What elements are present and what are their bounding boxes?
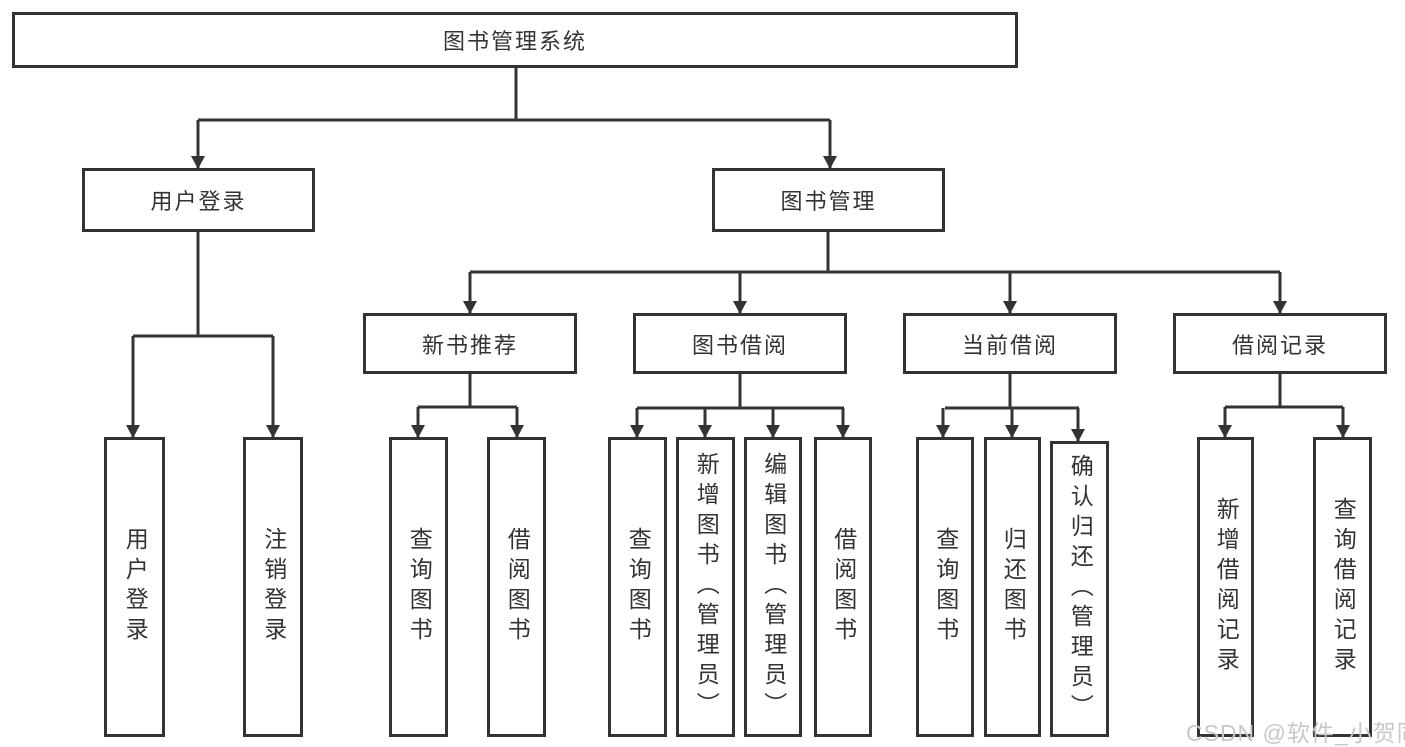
node-current-borrowing: 当前借阅 [903,313,1117,374]
node-logout: 注销登录 [243,437,303,737]
node-add-book-admin: 新增图书（管理员） [676,437,735,737]
csdn-watermark: CSDN @软件_小贺同学 [1186,720,1405,746]
node-label: 查询图书 [406,527,433,647]
node-label: 查询借阅记录 [1330,497,1357,677]
node-confirm-return-admin: 确认归还（管理员） [1050,441,1109,737]
node-library-management-system: 图书管理系统 [12,12,1018,68]
node-user-login-leaf: 用户登录 [104,437,165,737]
node-query-books-borrowing: 查询图书 [608,437,667,737]
node-borrowing-records: 借阅记录 [1173,313,1387,374]
node-label: 借阅图书 [504,527,531,647]
node-query-books-current: 查询图书 [916,437,974,737]
node-label: 查询图书 [932,527,959,647]
node-book-borrowing: 图书借阅 [633,313,847,374]
node-label: 确认归还（管理员） [1067,454,1094,724]
node-label: 归还图书 [1000,527,1027,647]
node-return-books: 归还图书 [984,437,1041,737]
node-add-borrow-record: 新增借阅记录 [1197,437,1254,737]
node-edit-book-admin: 编辑图书（管理员） [744,437,802,737]
node-user-login: 用户登录 [82,168,315,232]
node-label: 借阅图书 [830,527,857,647]
node-borrow-books-borrowing: 借阅图书 [814,437,872,737]
node-query-books-recommend: 查询图书 [389,437,448,737]
node-label: 查询图书 [625,527,652,647]
node-label: 用户登录 [122,527,149,647]
node-book-management: 图书管理 [712,168,945,232]
node-borrow-books-recommend: 借阅图书 [487,437,546,737]
node-label: 编辑图书（管理员） [760,452,787,722]
node-label: 注销登录 [260,527,287,647]
node-label: 新增借阅记录 [1213,497,1240,677]
node-label: 新增图书（管理员） [693,452,720,722]
node-query-borrow-record: 查询借阅记录 [1313,437,1372,737]
node-new-book-recommendation: 新书推荐 [363,313,577,374]
